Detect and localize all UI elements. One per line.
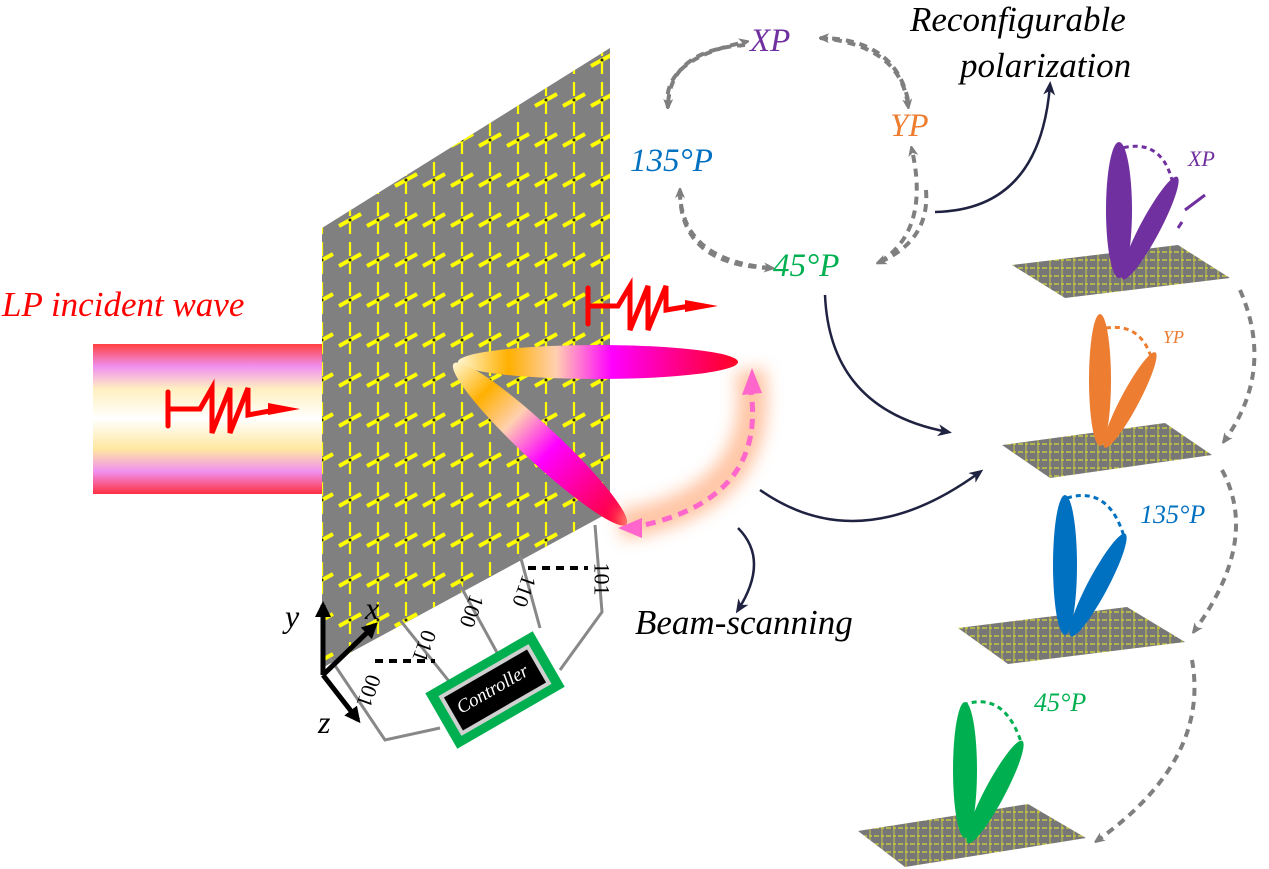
beam-scanning-label: Beam-scanning: [635, 603, 853, 642]
incident-wave-polarization-icon: [165, 378, 300, 434]
stack-panel-yp: [1002, 314, 1212, 478]
code-dotted-lines: [375, 566, 588, 663]
cycle-label-yp: YP: [890, 108, 929, 144]
reflected-polarization-icon: [585, 276, 718, 331]
axis-label-x: x: [365, 590, 380, 626]
stack-transition-arrows: [1098, 289, 1257, 840]
reconfigurable-label-line2: polarization: [960, 46, 1132, 85]
stack-label-45p: 45°P: [1034, 688, 1087, 717]
navy-connector-arrows: [735, 81, 1056, 614]
polarization-cycle-arrows: [667, 38, 929, 268]
controller: [425, 631, 565, 749]
reflected-beams: [452, 345, 738, 526]
cycle-label-xp: XP: [750, 23, 791, 59]
stack-label-xp: XP: [1188, 146, 1215, 171]
beam-scan-arrow: [617, 367, 768, 540]
incident-wave-label: LP incident wave: [2, 285, 245, 324]
axis-label-z: z: [318, 704, 331, 740]
reconfigurable-label-line1: Reconfigurable: [910, 0, 1126, 39]
cycle-label-45p: 45°P: [773, 248, 840, 284]
stack-label-135p: 135°P: [1140, 500, 1206, 529]
stack-panel-xp: [1012, 142, 1230, 298]
code-label-101: 101: [589, 562, 615, 596]
axis-label-y: y: [285, 598, 300, 634]
stack-panel-135p: [958, 494, 1185, 664]
stack-label-yp: YP: [1163, 327, 1185, 347]
cycle-label-135p: 135°P: [630, 143, 713, 179]
stack-panel-45p: [858, 700, 1086, 867]
axes-icon: [315, 601, 378, 724]
